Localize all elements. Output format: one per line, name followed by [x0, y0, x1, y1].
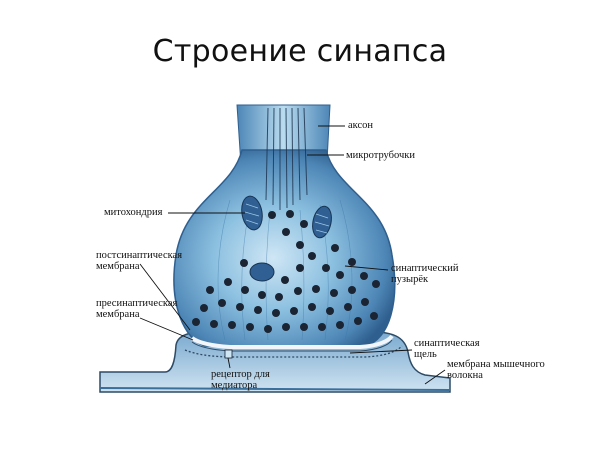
leader-lines: [139, 125, 446, 385]
axon-terminal: [173, 149, 396, 347]
label-receptor-line1: рецептор для: [211, 369, 270, 380]
label-mitochondria: митохондрия: [104, 207, 163, 218]
muscle-fiber-lower: [99, 387, 451, 391]
label-axon: аксон: [348, 120, 374, 131]
label-presynaptic-line1: пресинаптическая: [96, 298, 178, 309]
receptor: [224, 349, 233, 359]
label-vesicle-line2: пузырёк: [391, 274, 429, 285]
label-cleft-line1: синаптическая: [414, 338, 480, 349]
label-vesicle-line1: синаптический: [391, 263, 459, 274]
label-microtubules: микротрубочки: [346, 150, 415, 161]
slide-title: Строение синапса: [152, 34, 448, 69]
label-postsynaptic-line2: мембрана: [96, 261, 140, 272]
label-cleft-line2: щель: [414, 349, 437, 360]
label-muscle-line2: волокна: [447, 370, 483, 381]
microtubules: [265, 107, 308, 210]
label-muscle-line1: мембрана мышечного: [447, 359, 545, 370]
synaptic-vesicles: [192, 210, 380, 333]
label-postsynaptic-line1: постсинаптическая: [96, 250, 183, 261]
presynaptic-membrane: [190, 334, 394, 349]
label-receptor-line2: медиатора: [211, 380, 258, 391]
label-presynaptic-line2: мембрана: [96, 309, 140, 320]
